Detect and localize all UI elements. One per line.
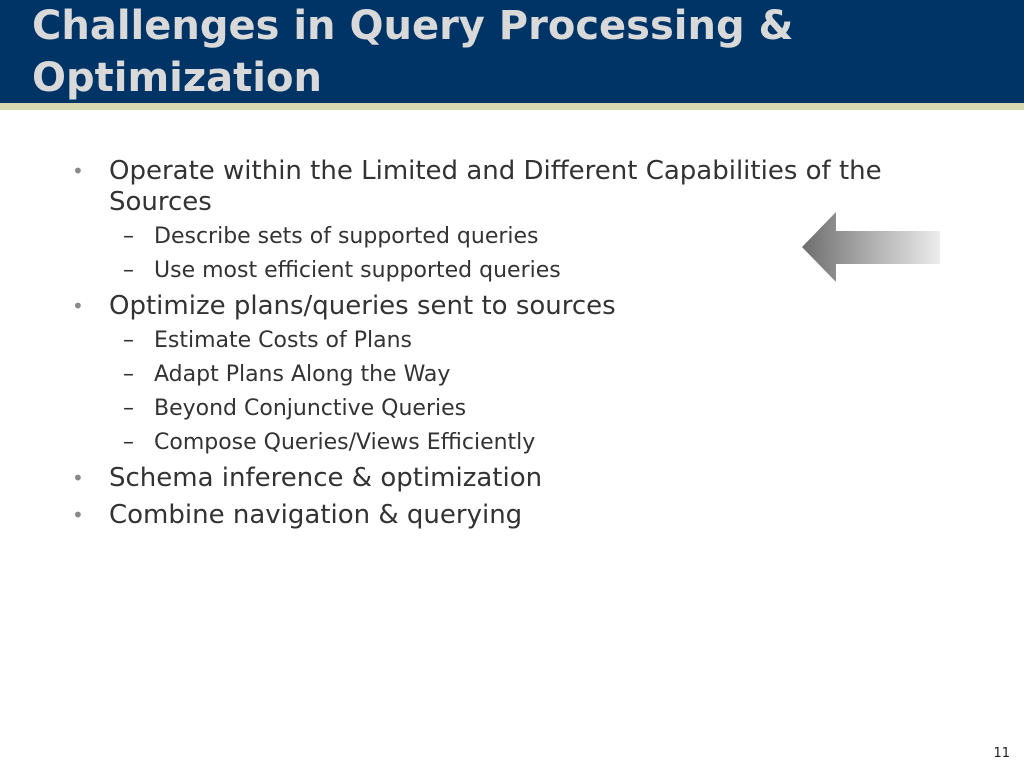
bullet-dot: •: [72, 294, 84, 318]
bullet-item: • Combine navigation & querying: [72, 500, 972, 531]
sub-bullet-text: Use most efficient supported queries: [154, 258, 561, 283]
bullet-dot: •: [72, 466, 84, 490]
sub-bullet-dash: –: [123, 224, 134, 249]
sub-bullet-text: Compose Queries/Views Efficiently: [154, 430, 536, 455]
bullet-text: Combine navigation & querying: [109, 500, 523, 530]
sub-bullet-dash: –: [123, 430, 134, 455]
sub-bullet-item: – Compose Queries/Views Efficiently: [109, 429, 972, 456]
sub-bullet-dash: –: [123, 362, 134, 387]
title-rule: [0, 103, 1024, 110]
sub-bullet-dash: –: [123, 258, 134, 283]
page-number: 11: [993, 746, 1010, 761]
sub-bullet-text: Beyond Conjunctive Queries: [154, 396, 467, 421]
sub-bullet-item: – Describe sets of supported queries: [109, 223, 972, 250]
sub-bullet-item: – Use most efficient supported queries: [109, 257, 972, 284]
title-bar: [0, 0, 1024, 103]
sub-bullet-item: – Beyond Conjunctive Queries: [109, 395, 972, 422]
sub-bullet-list: – Estimate Costs of Plans – Adapt Plans …: [109, 327, 972, 456]
sub-bullet-list: – Describe sets of supported queries – U…: [109, 223, 972, 284]
bullet-text: Schema inference & optimization: [109, 463, 543, 493]
bullet-item: • Optimize plans/queries sent to sources…: [72, 291, 972, 456]
sub-bullet-dash: –: [123, 328, 134, 353]
bullet-text: Optimize plans/queries sent to sources: [109, 291, 616, 321]
bullet-item: • Operate within the Limited and Differe…: [72, 156, 972, 284]
bullet-item: • Schema inference & optimization: [72, 463, 972, 494]
sub-bullet-text: Adapt Plans Along the Way: [154, 362, 451, 387]
sub-bullet-item: – Adapt Plans Along the Way: [109, 361, 972, 388]
bullet-list: • Operate within the Limited and Differe…: [72, 156, 972, 537]
bullet-dot: •: [72, 503, 84, 527]
bullet-text: Operate within the Limited and Different…: [109, 156, 882, 217]
bullet-dot: •: [72, 159, 84, 183]
slide-title: Challenges in Query Processing & Optimiz…: [32, 3, 794, 101]
left-arrow-icon: [802, 212, 940, 282]
sub-bullet-dash: –: [123, 396, 134, 421]
sub-bullet-item: – Estimate Costs of Plans: [109, 327, 972, 354]
sub-bullet-text: Estimate Costs of Plans: [154, 328, 412, 353]
sub-bullet-text: Describe sets of supported queries: [154, 224, 539, 249]
